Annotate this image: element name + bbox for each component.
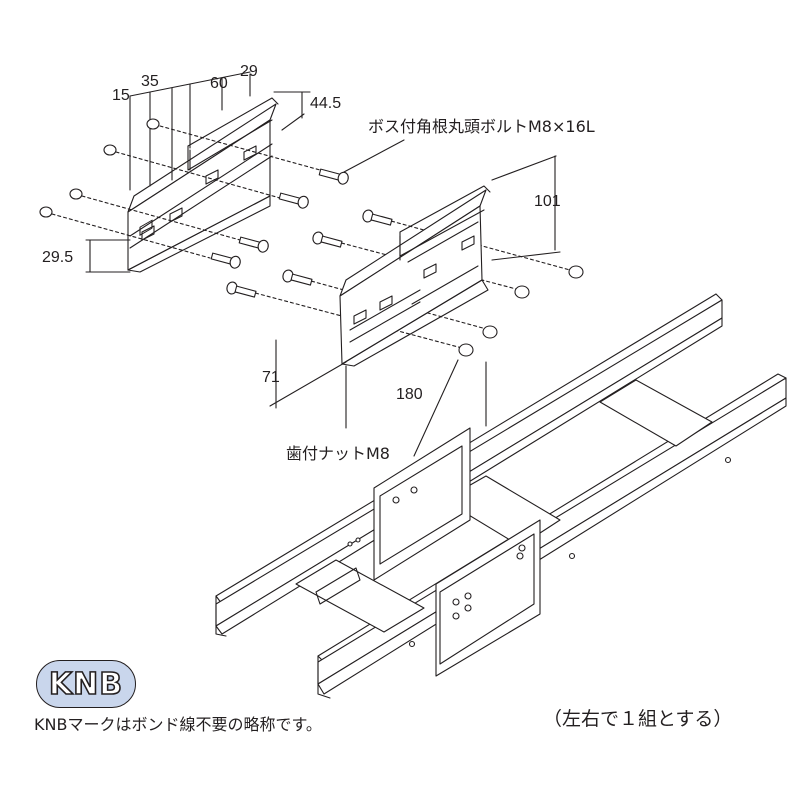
bolt-callout: ボス付角根丸頭ボルトM8×16L xyxy=(368,117,595,136)
dim-71: 71 xyxy=(262,369,280,386)
dim-35: 35 xyxy=(141,73,159,90)
knb-badge: KNB xyxy=(36,660,136,708)
dim-lines-upper-left xyxy=(85,71,311,273)
dimension-labels: 15 35 60 29 44.5 29.5 101 71 180 xyxy=(42,63,561,403)
nuts-right xyxy=(458,265,584,357)
knb-note: KNBマークはボンド線不要の略称です。 xyxy=(34,715,322,734)
dim-15: 15 xyxy=(112,87,130,104)
washers-upper-left xyxy=(39,118,160,218)
dim-29: 29 xyxy=(240,63,258,80)
dim-60: 60 xyxy=(210,75,228,92)
nut-callout: 歯付ナットM8 xyxy=(286,444,390,463)
dim-44-5: 44.5 xyxy=(310,95,341,112)
dim-180: 180 xyxy=(396,386,423,403)
knb-badge-text: KNB xyxy=(48,666,124,703)
splice-plate-right xyxy=(339,185,491,367)
cable-ladder xyxy=(215,293,787,699)
callout-labels: ボス付角根丸頭ボルトM8×16L 歯付ナットM8 xyxy=(286,117,595,463)
leader-lines xyxy=(343,139,459,457)
bolts xyxy=(210,168,393,298)
pair-note: （左右で１組とする） xyxy=(543,708,733,730)
splice-plate-left xyxy=(127,97,279,273)
dim-101: 101 xyxy=(534,193,561,210)
dim-lines-right xyxy=(269,155,561,429)
dim-29-5: 29.5 xyxy=(42,249,73,266)
